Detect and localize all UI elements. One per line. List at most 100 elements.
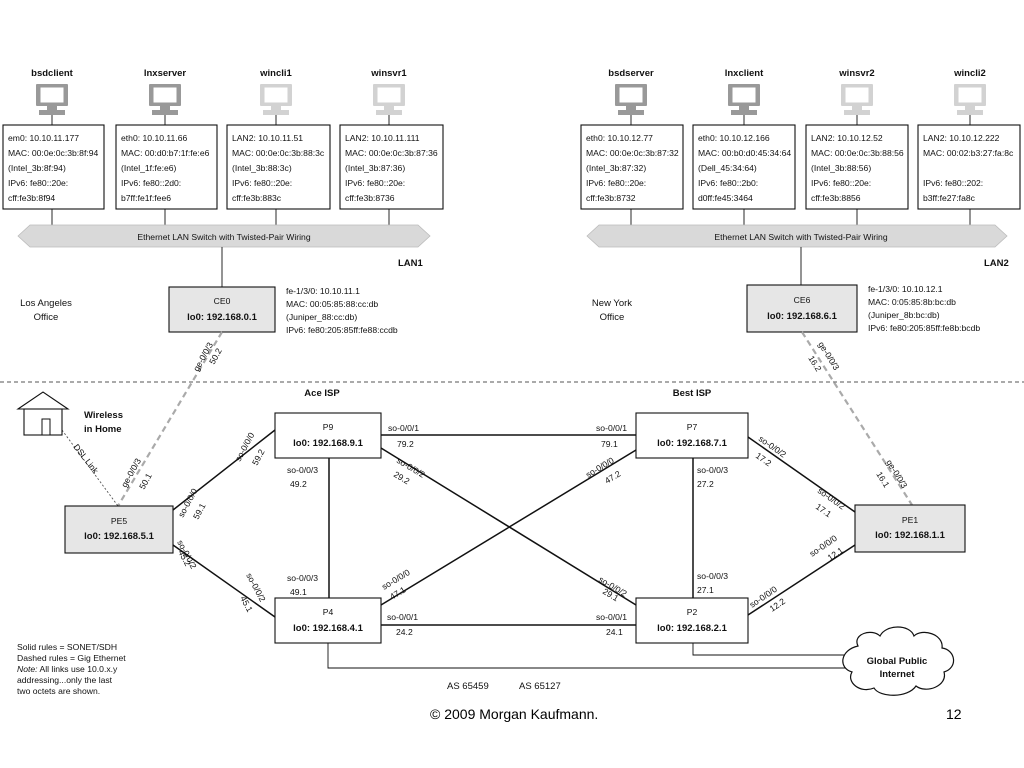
- computer-icon: [373, 84, 405, 115]
- legend: Solid rules = SONET/SDH Dashed rules = G…: [17, 642, 126, 696]
- link-port-label: so-0/0/3: [697, 465, 728, 475]
- host-name: wincli2: [953, 68, 986, 79]
- link-addr-label: 79.1: [601, 439, 618, 449]
- link-labels: ge-0/0/3 50.2 ge-0/0/3 50.1 ge-0/0/3 16.…: [119, 340, 910, 637]
- office-label: Los Angeles: [20, 298, 72, 309]
- host-info-line: LAN2: 10.10.11.51: [232, 133, 303, 143]
- host-name: wincli1: [259, 68, 292, 79]
- host-info-line: cff:fe3b:8f94: [8, 193, 55, 203]
- lan-switch-bar: [586, 224, 1008, 248]
- switch-label: Ethernet LAN Switch with Twisted-Pair Wi…: [714, 232, 887, 242]
- router-loopback: lo0: 192.168.4.1: [293, 623, 363, 634]
- lan-label: LAN2: [984, 258, 1009, 269]
- link-addr-label: 17.1: [814, 501, 834, 519]
- host-info-line: cff:fe3b:8736: [345, 193, 395, 203]
- link-addr-label: 27.2: [697, 479, 714, 489]
- link-port-label: so-0/0/1: [596, 423, 627, 433]
- host-info-box: [580, 124, 684, 210]
- link-pe5-p9: [172, 429, 276, 511]
- ce-info-line: (Juniper_8b:bc:db): [868, 310, 940, 320]
- link-port-label: so-0/0/3: [287, 573, 318, 583]
- router-loopback: lo0: 192.168.7.1: [657, 438, 727, 449]
- router-pe1: PE1 lo0: 192.168.1.1: [854, 504, 966, 553]
- host-lnxserver: lnxserver eth0: 10.10.11.66 MAC: 00:d0:b…: [115, 68, 218, 225]
- as-label: AS 65127: [519, 681, 561, 692]
- router-loopback: lo0: 192.168.6.1: [767, 311, 837, 322]
- link-addr-label: 79.2: [397, 439, 414, 449]
- router-name: P4: [323, 607, 334, 617]
- link-port-label: so-0/0/3: [287, 465, 318, 475]
- host-info-line: (Intel_3b:87:32): [586, 163, 646, 173]
- router-loopback: lo0: 192.168.5.1: [84, 531, 154, 542]
- links: [61, 331, 913, 669]
- host-bsdclient: bsdclient em0: 10.10.11.177 MAC: 00:0e:0…: [2, 68, 105, 225]
- host-info-line: MAC: 00:b0:d0:45:34:64: [698, 148, 791, 158]
- host-info-line: LAN2: 10.10.12.222: [923, 133, 1000, 143]
- legend-note-line: addressing...only the last: [17, 675, 113, 685]
- host-info-line: cff:fe3b:8856: [811, 193, 861, 203]
- computer-icon: [728, 84, 760, 115]
- ge-link-ce6-pe1: [801, 331, 913, 506]
- host-info-line: IPv6: fe80::202:: [923, 178, 983, 188]
- host-name: lnxserver: [144, 68, 187, 79]
- router-name: CE0: [214, 296, 231, 306]
- host-info-line: MAC: 00:d0:b7:1f:fe:e6: [121, 148, 210, 158]
- link-addr-label: 59.1: [191, 501, 208, 521]
- host-info-line: cff:fe3b:883c: [232, 193, 282, 203]
- host-info-line: LAN2: 10.10.12.52: [811, 133, 883, 143]
- host-info-line: IPv6: fe80::2b0:: [698, 178, 758, 188]
- host-info-box: [2, 124, 105, 210]
- host-winsvr1: winsvr1 LAN2: 10.10.11.111 MAC: 00:0e:0c…: [339, 68, 444, 225]
- router-ce0: CE0 lo0: 192.168.0.1: [168, 286, 276, 333]
- host-name: winsvr1: [370, 68, 407, 79]
- link-addr-label: 24.2: [396, 627, 413, 637]
- link-addr-label: 50.1: [137, 471, 154, 491]
- link-addr-label: 49.2: [290, 479, 307, 489]
- host-info-line: (Dell_45:34:64): [698, 163, 757, 173]
- internet-label: Internet: [880, 669, 916, 680]
- internet-label: Global Public: [867, 656, 928, 667]
- office-label: New York: [592, 298, 632, 309]
- copyright: © 2009 Morgan Kaufmann.: [430, 706, 599, 722]
- host-info-line: IPv6: fe80::20e:: [232, 178, 292, 188]
- link-p2-internet: [692, 643, 848, 656]
- la-site: bsdclient em0: 10.10.11.177 MAC: 00:0e:0…: [2, 68, 444, 335]
- router-p4: P4 lo0: 192.168.4.1: [274, 597, 382, 644]
- computer-icon: [260, 84, 292, 115]
- legend-note-line: two octets are shown.: [17, 686, 100, 696]
- host-info-line: MAC: 00:0e:0c:3b:87:32: [586, 148, 679, 158]
- computer-icon: [36, 84, 68, 115]
- internet-cloud-icon: [842, 626, 955, 696]
- link-pe1-p2: [747, 544, 856, 616]
- ce-info-line: MAC: 00:05:85:88:cc:db: [286, 299, 378, 309]
- host-info-line: IPv6: fe80::20e:: [586, 178, 646, 188]
- host-bsdserver: bsdserver eth0: 10.10.12.77 MAC: 00:0e:0…: [580, 68, 684, 225]
- lan-switch-bar: [17, 224, 431, 248]
- ce-info-line: IPv6: fe80:205:85ff:fe8b:bcdb: [868, 323, 980, 333]
- ce-info-line: MAC: 0:05:85:8b:bc:db: [868, 297, 956, 307]
- host-winsvr2: winsvr2 LAN2: 10.10.12.52 MAC: 00:0e:0c:…: [805, 68, 909, 225]
- computer-icon: [841, 84, 873, 115]
- host-info-line: eth0: 10.10.12.77: [586, 133, 653, 143]
- router-ce6: CE6 lo0: 192.168.6.1: [746, 284, 858, 333]
- ny-site: bsdserver eth0: 10.10.12.77 MAC: 00:0e:0…: [580, 68, 1021, 333]
- ce-info-line: fe-1/3/0: 10.10.11.1: [286, 286, 360, 296]
- link-p7-pe1: [747, 436, 856, 513]
- host-info-line: eth0: 10.10.12.166: [698, 133, 770, 143]
- host-info-line: IPv6: fe80::20e:: [811, 178, 871, 188]
- host-info-box: [339, 124, 444, 210]
- host-info-line: LAN2: 10.10.11.111: [345, 133, 420, 143]
- router-name: P7: [687, 422, 698, 432]
- router-loopback: lo0: 192.168.9.1: [293, 438, 363, 449]
- link-port-label: so-0/0/1: [388, 423, 419, 433]
- host-info-line: (Intel_1f:fe:e6): [121, 163, 177, 173]
- host-wincli2: wincli2 LAN2: 10.10.12.222 MAC: 00:02:b3…: [917, 68, 1021, 225]
- router-p9: P9 lo0: 192.168.9.1: [274, 412, 382, 459]
- link-p9-p2: [380, 447, 637, 606]
- office-label: Office: [600, 312, 625, 323]
- computer-icon: [615, 84, 647, 115]
- link-addr-label: 45.1: [238, 594, 255, 614]
- link-pe5-p4: [172, 544, 276, 618]
- link-addr-label: 47.2: [603, 468, 623, 485]
- ce-info-line: IPv6: fe80:205:85ff:fe88:ccdb: [286, 325, 398, 335]
